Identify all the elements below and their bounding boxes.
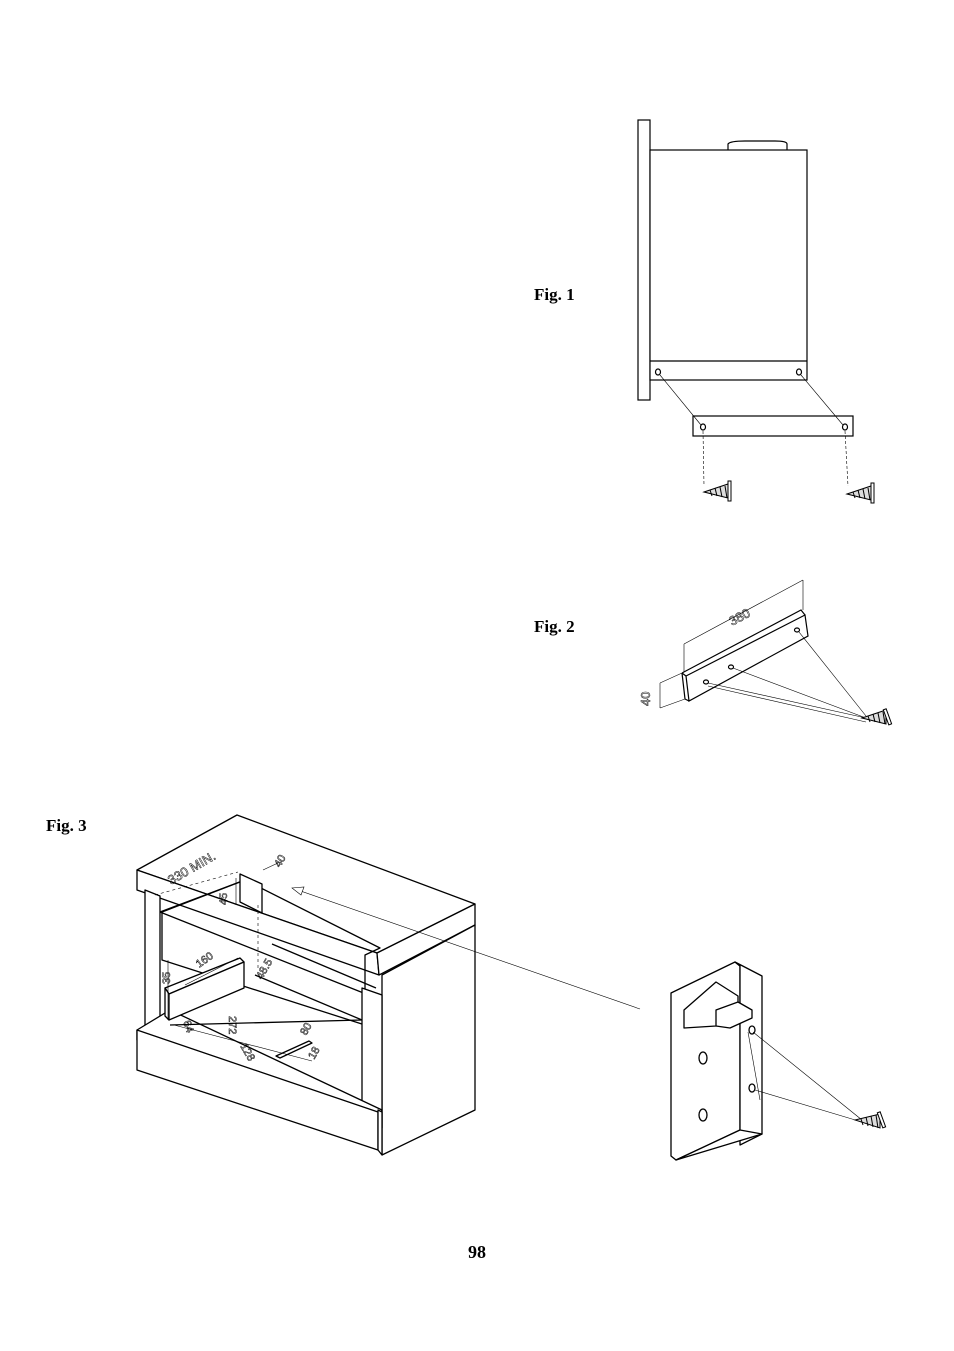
clip-hole-2 (698, 1108, 708, 1122)
top-knob (727, 140, 788, 150)
clip-screw (853, 1111, 887, 1129)
screw (860, 708, 893, 726)
dim-40: 40 (638, 692, 653, 706)
dim-80: 80 (298, 1021, 315, 1038)
appliance-body (649, 149, 808, 381)
clip-hole-3 (748, 1025, 756, 1035)
dim-45: 45 (218, 893, 230, 905)
cabinet-bottom-front (136, 1029, 379, 1151)
bracket-top (681, 609, 806, 674)
body-hole-right (795, 368, 803, 376)
bracket-hole-2 (727, 664, 735, 670)
fig-3-drawing: 330 MIN. 40 45 160 35 48.5 64 272 128 80… (136, 814, 887, 1161)
fig-1-label: Fig. 1 (534, 285, 575, 304)
screw-left (702, 480, 732, 502)
bracket-hole-right (841, 423, 849, 431)
body-hole-left (654, 368, 662, 376)
dim-64: 64 (180, 1019, 195, 1035)
screw-right (845, 482, 875, 504)
dim-272: 272 (226, 1016, 238, 1034)
dim-40: 40 (272, 853, 289, 870)
fig-1-drawing (637, 119, 875, 504)
page-number: 98 (468, 1242, 486, 1262)
fig-2-drawing: 380 40 (638, 579, 893, 726)
cabinet-left-side (144, 889, 161, 1031)
wall-bracket (692, 415, 854, 437)
dim-48-5: 48.5 (254, 957, 275, 982)
top-slot (239, 873, 263, 914)
bracket-front (685, 614, 809, 702)
install-arrow-line (291, 887, 641, 1010)
dim-160: 160 (194, 950, 216, 970)
bracket-hole-3 (793, 627, 801, 633)
bracket-hole-left (699, 423, 707, 431)
fig-3-label: Fig. 3 (46, 816, 87, 835)
dim-18: 18 (306, 1045, 323, 1062)
front-panel (637, 119, 651, 401)
clip-hole-1 (698, 1051, 708, 1065)
fig-2-label: Fig. 2 (534, 617, 575, 636)
dim-35: 35 (161, 972, 173, 984)
dim-380: 380 (726, 605, 752, 628)
clip-hole-4 (748, 1083, 756, 1093)
bracket-hole-1 (702, 679, 710, 685)
